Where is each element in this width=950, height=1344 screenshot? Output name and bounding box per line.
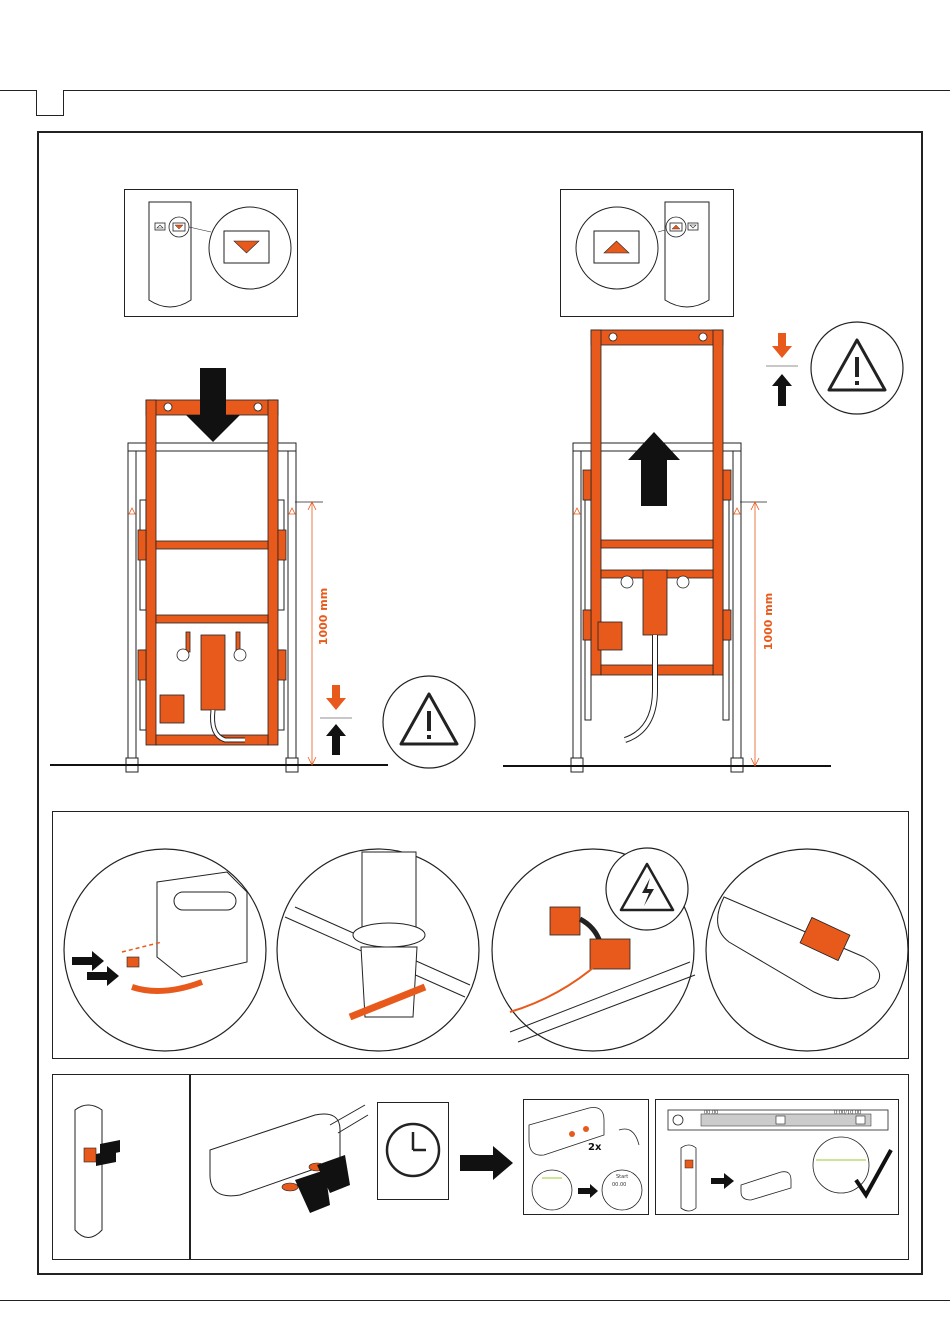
time-label-a: 00.00	[612, 1182, 626, 1188]
remote-up-illustration	[561, 190, 735, 318]
warning-triangle-icon	[381, 674, 477, 770]
remote-callout-down	[124, 189, 298, 317]
right-dimension-label: 1000 mm	[762, 593, 775, 650]
receiver-buttons-illustration	[200, 1105, 370, 1225]
pairing-panel-divider	[189, 1075, 191, 1259]
remote-press-illustration	[60, 1100, 140, 1250]
timer-box	[377, 1102, 449, 1200]
header-rule	[0, 90, 950, 91]
connection-panel	[52, 811, 909, 1059]
collision-arrows	[760, 330, 810, 410]
press-count-label: 2x	[588, 1142, 602, 1153]
time-label-c: 0:00/10.00	[834, 1110, 861, 1116]
left-dimension-label: 1000 mm	[317, 588, 330, 645]
time-label-b: 00.00	[704, 1110, 718, 1116]
confirmation-box: 00.00 0:00/10.00	[655, 1099, 899, 1215]
warning-triangle-icon-2	[809, 320, 905, 416]
press-twice-box: 2x Start 00.00	[523, 1099, 649, 1215]
frame-raised-drawing	[495, 320, 795, 810]
frame-lowered-drawing	[40, 360, 420, 810]
electric-hazard-icon	[604, 846, 690, 932]
battery-unit-icon	[704, 847, 910, 1053]
plug-cables-icon	[62, 847, 268, 1053]
remote-down-illustration	[125, 190, 299, 318]
pipe-clamp-icon	[275, 847, 481, 1053]
next-arrow-icon	[460, 1146, 515, 1180]
footer-rule	[0, 1300, 950, 1301]
start-label: Start	[616, 1174, 628, 1180]
step-number-box	[36, 90, 64, 116]
clock-icon	[378, 1103, 450, 1201]
remote-callout-up	[560, 189, 734, 317]
